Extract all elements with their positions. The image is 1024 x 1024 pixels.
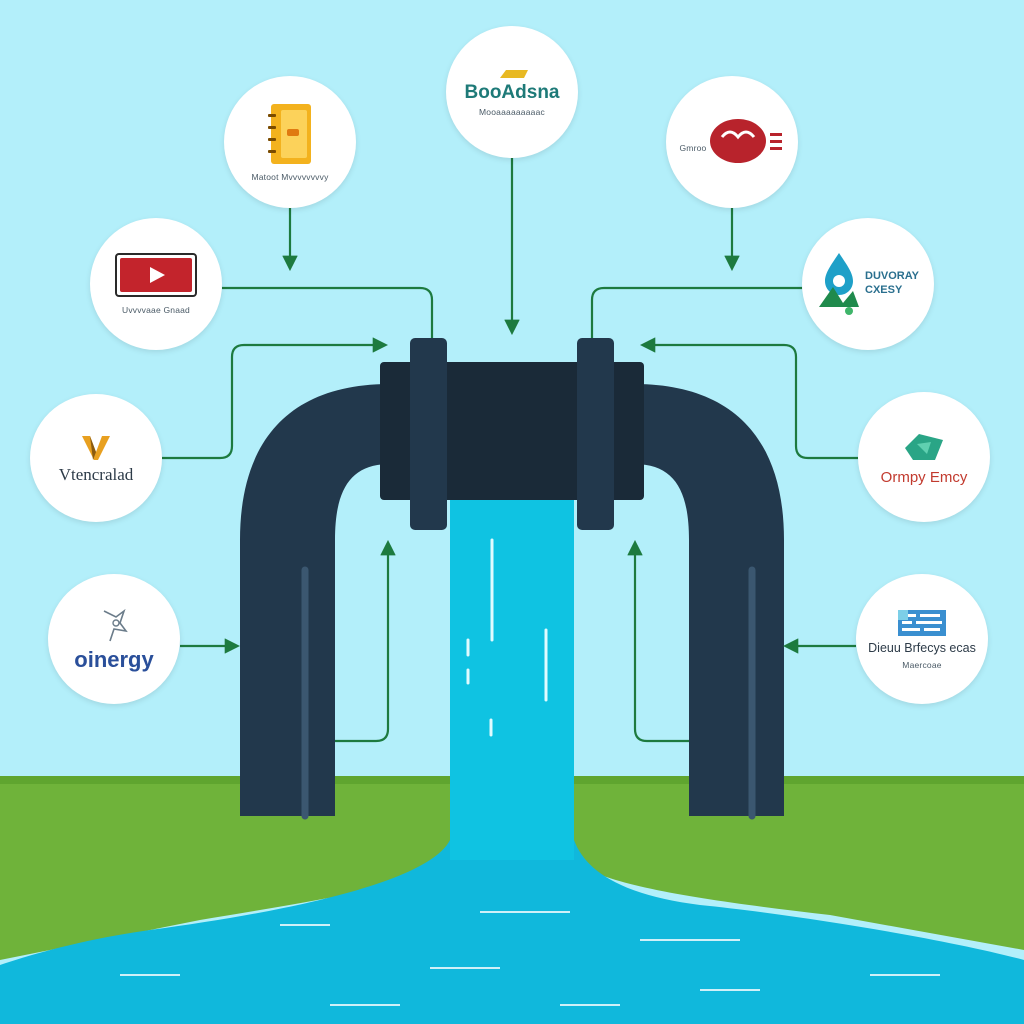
node-notebook[interactable]: Matoot Mvvvvvvvvy [224, 76, 356, 208]
node-subtitle: Maercoae [902, 660, 942, 671]
river-ripples [120, 911, 940, 1006]
river [0, 840, 1024, 1024]
node-dieury[interactable]: Dieuu Brfecys ecas Maercoae [856, 574, 988, 704]
node-durvay[interactable]: DUVORAY CXESY [802, 218, 934, 350]
node-brand: BooAdsna [464, 81, 560, 103]
connector-arrows [162, 158, 858, 743]
v-logo-icon [82, 435, 110, 460]
gear-icon [103, 608, 128, 642]
node-brand: Dieuu Brfecys ecas [868, 640, 976, 655]
play-button-icon [115, 253, 197, 297]
leaf-icon [905, 433, 943, 460]
node-subtitle: Uvvvvaae Gnaad [121, 305, 190, 315]
arrow-ormy [639, 337, 858, 460]
node-brand: Ormpy Emcy [880, 468, 968, 486]
node-subtitle: Gmroo [679, 143, 707, 153]
pipe [240, 338, 784, 820]
grass-right [574, 776, 1024, 950]
node-ormy[interactable]: Ormpy Emcy [858, 392, 990, 522]
node-brand: DUVORAY CXESY [865, 270, 919, 296]
arrow-vtencralad [162, 337, 389, 460]
node-subtitle: Mooaaaaaaaaac [479, 106, 545, 117]
pipe-flange-right [577, 338, 614, 530]
waterfall-streaks [466, 538, 548, 737]
red-badge-icon [710, 119, 783, 163]
node-oinergy[interactable]: oinergy [48, 574, 180, 704]
node-subtitle: Matoot Mvvvvvvvvy [251, 172, 329, 182]
water-drop-icon [819, 253, 859, 315]
waterfall [450, 445, 574, 860]
arrow-video [222, 286, 434, 338]
arrow-inner-right [627, 539, 689, 743]
node-video[interactable]: Uvvvvaae Gnaad [90, 218, 222, 350]
node-boadsna[interactable]: BooAdsna Mooaaaaaaaaac [446, 26, 578, 158]
arrow-durvay [590, 286, 802, 338]
notebook-icon [268, 104, 311, 164]
node-vtencralad[interactable]: Vtencralad [30, 394, 162, 522]
flag-icon [898, 609, 946, 636]
pipe-left-arm [240, 384, 390, 816]
pipe-flange-left [410, 338, 447, 530]
arrow-inner-left [335, 539, 396, 743]
tag-icon [500, 69, 528, 78]
node-red-badge[interactable]: Gmroo [666, 76, 798, 208]
node-brand: Vtencralad [58, 464, 134, 484]
node-brand: oinergy [74, 647, 154, 672]
grass-left [0, 776, 450, 960]
pipe-right-arm [634, 384, 784, 816]
